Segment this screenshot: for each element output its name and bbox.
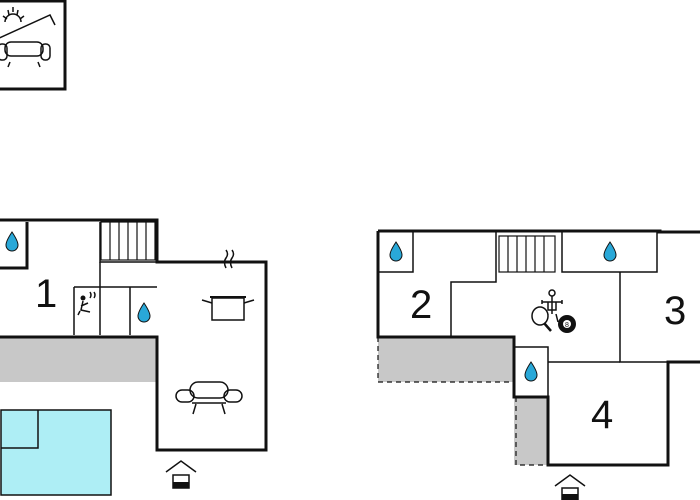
entrance-arrow-icon [165, 460, 197, 489]
table-tennis-icon [531, 306, 552, 332]
billiard-ball-icon: 8 [558, 315, 576, 333]
left-building: 1 [0, 218, 268, 496]
terrace [0, 337, 157, 382]
stairs-icon [100, 221, 156, 261]
room-number-2: 2 [410, 283, 432, 327]
room-number-3: 3 [664, 289, 686, 333]
billiard-ball-label: 8 [565, 322, 569, 329]
legend-box [0, 0, 67, 91]
sofa-icon [175, 381, 243, 415]
water-drop-icon [389, 241, 403, 262]
water-drop-icon [137, 302, 151, 323]
terrace [514, 397, 548, 465]
pool [0, 409, 112, 496]
water-drop-icon [524, 361, 538, 382]
right-building: 8 2 3 4 [376, 229, 700, 500]
room-number-1: 1 [35, 272, 57, 316]
room-number-4: 4 [591, 393, 613, 437]
terrace [378, 337, 514, 382]
entrance-arrow-icon [554, 474, 586, 500]
water-drop-icon [603, 241, 617, 262]
water-drop-icon [5, 231, 19, 252]
sauna-icon [77, 291, 96, 316]
stairs-icon [498, 235, 556, 273]
cooking-pot-icon [201, 249, 255, 321]
sun-sofa-icon [0, 7, 56, 68]
